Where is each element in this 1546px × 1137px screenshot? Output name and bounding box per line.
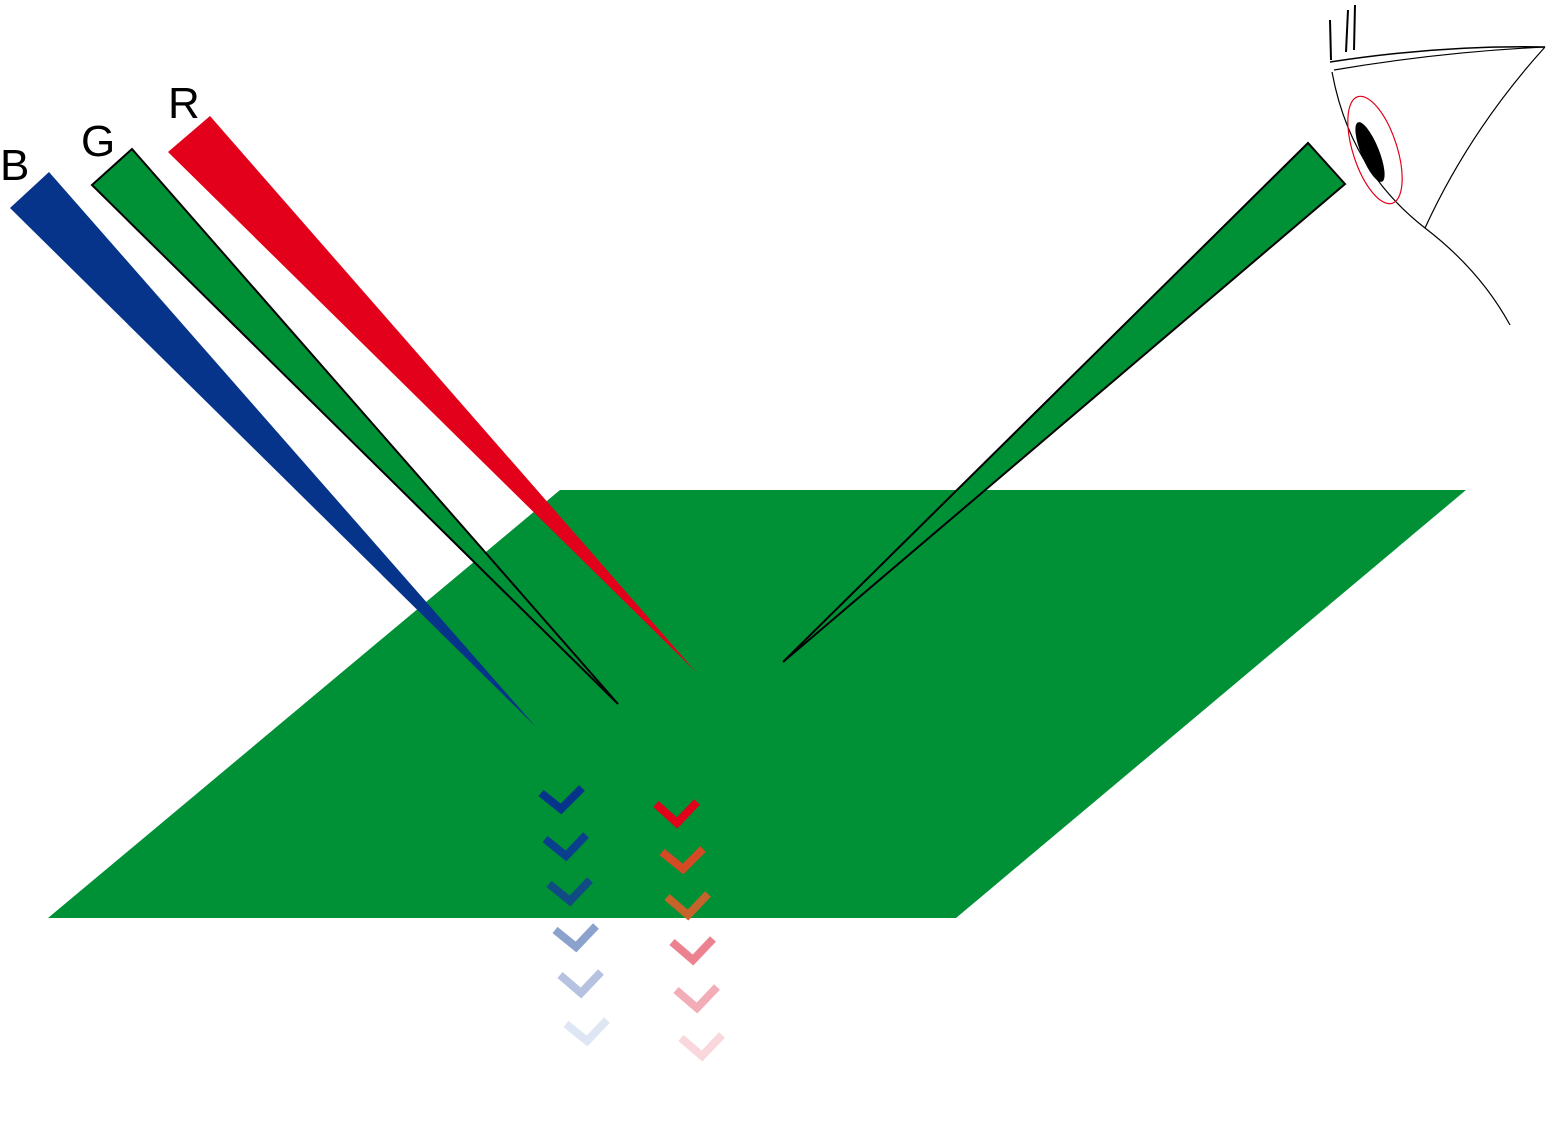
blue-chevron bbox=[538, 785, 585, 815]
absorbed-blue-chevrons bbox=[538, 785, 610, 1047]
green-surface bbox=[48, 490, 1466, 918]
eye-pupil bbox=[1355, 122, 1385, 182]
red-chevron bbox=[653, 799, 700, 829]
blue-beam bbox=[10, 172, 536, 727]
red-chevron bbox=[673, 984, 720, 1014]
reflected-green-beam bbox=[782, 141, 1347, 663]
eye-iris bbox=[1347, 95, 1403, 205]
red-chevron bbox=[678, 1032, 725, 1062]
blue-chevron bbox=[563, 1017, 610, 1047]
red-beam-label: R bbox=[168, 79, 200, 128]
eye-icon bbox=[1329, 4, 1546, 326]
red-chevron bbox=[669, 936, 716, 966]
blue-chevron bbox=[557, 969, 604, 999]
red-chevron bbox=[659, 846, 706, 875]
blue-chevron bbox=[552, 923, 599, 953]
blue-chevron bbox=[542, 832, 589, 862]
absorbed-red-chevrons bbox=[653, 799, 725, 1062]
blue-chevron bbox=[546, 877, 593, 907]
red-beam bbox=[168, 116, 696, 672]
blue-beam-label: B bbox=[0, 141, 29, 190]
green-beam bbox=[90, 147, 619, 705]
red-chevron bbox=[664, 891, 711, 921]
green-beam-label: G bbox=[81, 117, 115, 166]
